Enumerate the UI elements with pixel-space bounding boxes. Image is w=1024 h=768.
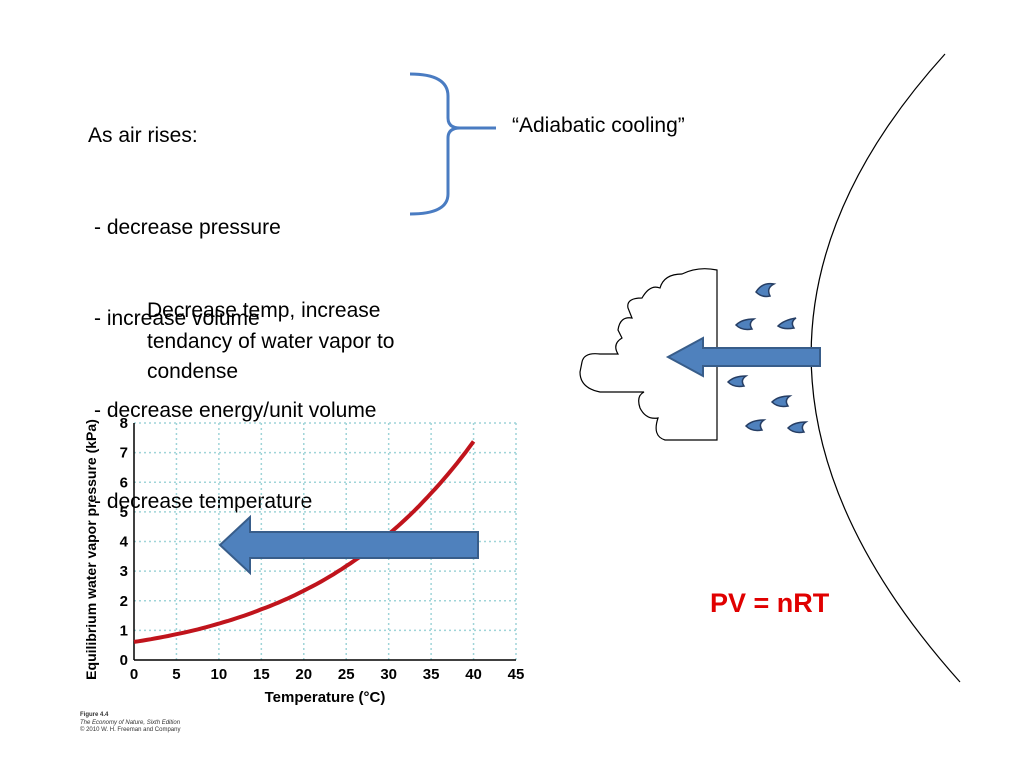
- figure-copyright: © 2010 W. H. Freeman and Company: [80, 727, 181, 733]
- y-tick-label: 0: [120, 652, 128, 669]
- list-item-pressure: - decrease pressure: [94, 215, 281, 239]
- adiabatic-cooling-label: “Adiabatic cooling”: [512, 114, 685, 137]
- x-tick-label: 20: [295, 666, 312, 683]
- y-tick-label: 5: [120, 504, 128, 521]
- y-axis-label: Equilibrium water vapor pressure (kPa): [83, 419, 99, 680]
- y-tick-label: 1: [120, 622, 128, 639]
- x-tick-label: 30: [380, 666, 397, 683]
- x-axis-label: Temperature (°C): [265, 689, 386, 706]
- x-tick-label: 10: [211, 666, 228, 683]
- y-tick-label: 8: [120, 415, 128, 432]
- x-tick-label: 15: [253, 666, 270, 683]
- water-droplet-1: [755, 282, 777, 298]
- water-droplet-5: [770, 395, 793, 408]
- water-droplet-7: [786, 421, 809, 434]
- water-droplet-3: [776, 317, 797, 330]
- x-tick-label: 0: [130, 666, 138, 683]
- chart-axes: [133, 423, 516, 661]
- figure-source: The Economy of Nature, Sixth Edition: [80, 719, 181, 726]
- figure-caption: Figure 4.4 The Economy of Nature, Sixth …: [80, 712, 180, 735]
- cloud-outline: [579, 268, 718, 441]
- x-tick-label: 5: [172, 666, 180, 683]
- water-droplet-4: [726, 375, 749, 388]
- y-tick-label: 2: [120, 593, 128, 610]
- list-item-energy: - decrease energy/unit volume: [94, 398, 377, 422]
- water-droplet-6: [744, 419, 767, 432]
- y-tick-label: 3: [120, 563, 128, 580]
- adiabatic-conditions-list: As air rises: - decrease pressure - incr…: [88, 60, 377, 548]
- y-tick-label: 4: [120, 534, 129, 551]
- x-tick-label: 35: [423, 666, 440, 683]
- list-item-volume: - increase volume: [94, 307, 260, 330]
- x-tick-label: 25: [338, 666, 355, 683]
- condense-caption: Decrease temp, increase tendancy of wate…: [147, 299, 395, 383]
- ideal-gas-equation: PV = nRT: [710, 588, 830, 618]
- y-tick-label: 7: [120, 445, 128, 462]
- curly-bracket: [409, 72, 496, 216]
- figure-number: Figure 4.4: [80, 712, 109, 718]
- left-arrow: [218, 514, 479, 576]
- x-tick-label: 40: [465, 666, 482, 683]
- y-tick-label: 6: [120, 474, 128, 491]
- cloud-diagram: [579, 53, 961, 683]
- water-droplet-2: [734, 318, 757, 331]
- x-tick-label: 45: [508, 666, 525, 683]
- list-item-temperature: - decrease temperature: [94, 490, 313, 513]
- vapor-pressure-curve: [133, 440, 476, 644]
- wind-arrow: [665, 336, 821, 378]
- list-header: As air rises:: [88, 124, 198, 147]
- earth-surface-curve: [810, 53, 961, 683]
